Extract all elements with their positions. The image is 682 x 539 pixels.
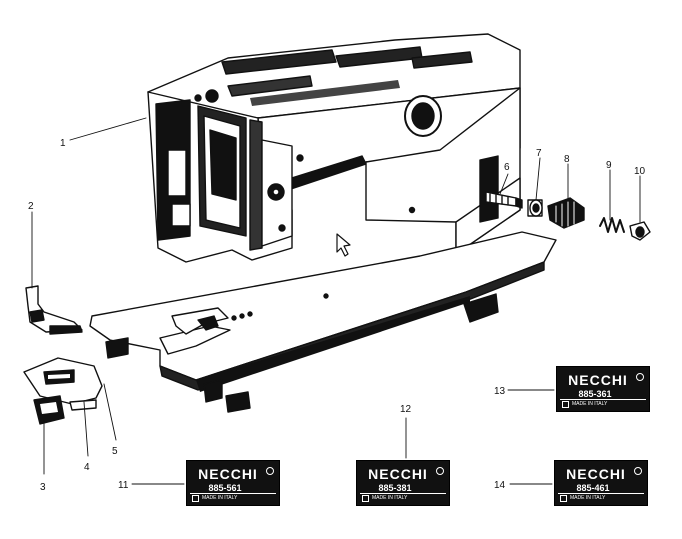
callout-10: 10 — [634, 166, 646, 177]
knurled-nut — [547, 197, 585, 229]
badge-footer: MADE IN ITALY — [190, 493, 276, 502]
callout-numbers: 1 2 3 4 5 6 7 8 9 10 11 12 13 14 — [28, 138, 646, 493]
presser-foot — [25, 285, 83, 335]
bushing — [527, 199, 543, 217]
logo-mark-icon — [560, 494, 567, 502]
callout-4: 4 — [84, 462, 90, 473]
callout-1: 1 — [60, 138, 66, 149]
badge-code: 885-361 — [578, 389, 612, 399]
callout-6: 6 — [504, 162, 510, 173]
callout-12: 12 — [400, 404, 412, 415]
callout-9: 9 — [606, 160, 612, 171]
callout-11: 11 — [118, 480, 129, 491]
bed-plate — [89, 231, 557, 413]
badge-13: NECCHI 885-361 MADE IN ITALY — [556, 366, 650, 412]
badge-footer: MADE IN ITALY — [560, 399, 646, 408]
ring-icon — [266, 467, 274, 475]
badge-footer: MADE IN ITALY — [558, 493, 644, 502]
callout-2: 2 — [28, 201, 34, 212]
logo-mark-icon — [562, 400, 569, 408]
ring-icon — [636, 373, 644, 381]
ring-icon — [436, 467, 444, 475]
callout-3: 3 — [40, 482, 46, 493]
ring-icon — [634, 467, 642, 475]
badge-brand: NECCHI — [198, 466, 258, 482]
badge-brand: NECCHI — [568, 372, 628, 388]
badge-14: NECCHI 885-461 MADE IN ITALY — [554, 460, 648, 506]
spindle-shaft — [485, 191, 523, 209]
callout-14: 14 — [494, 480, 506, 491]
machine-body — [147, 33, 521, 263]
badge-footer-text: MADE IN ITALY — [572, 401, 608, 407]
badge-12: NECCHI 885-381 MADE IN ITALY — [356, 460, 450, 506]
callout-13: 13 — [494, 386, 506, 397]
logo-mark-icon — [362, 494, 369, 502]
logo-mark-icon — [192, 494, 199, 502]
badge-code: 885-461 — [576, 483, 610, 493]
cap — [629, 221, 651, 241]
badge-code: 885-381 — [378, 483, 412, 493]
callout-5: 5 — [112, 446, 118, 457]
callout-7: 7 — [536, 148, 542, 159]
badge-footer-text: MADE IN ITALY — [570, 495, 606, 501]
needle-plate — [23, 357, 103, 411]
badge-11: NECCHI 885-561 MADE IN ITALY — [186, 460, 280, 506]
badge-brand: NECCHI — [566, 466, 626, 482]
spring — [599, 217, 625, 233]
feed-dog — [33, 395, 65, 425]
leader-lines — [31, 117, 641, 485]
badge-footer: MADE IN ITALY — [360, 493, 446, 502]
callout-8: 8 — [564, 154, 570, 165]
badge-code: 885-561 — [208, 483, 242, 493]
badge-brand: NECCHI — [368, 466, 428, 482]
badge-footer-text: MADE IN ITALY — [372, 495, 408, 501]
badge-footer-text: MADE IN ITALY — [202, 495, 238, 501]
